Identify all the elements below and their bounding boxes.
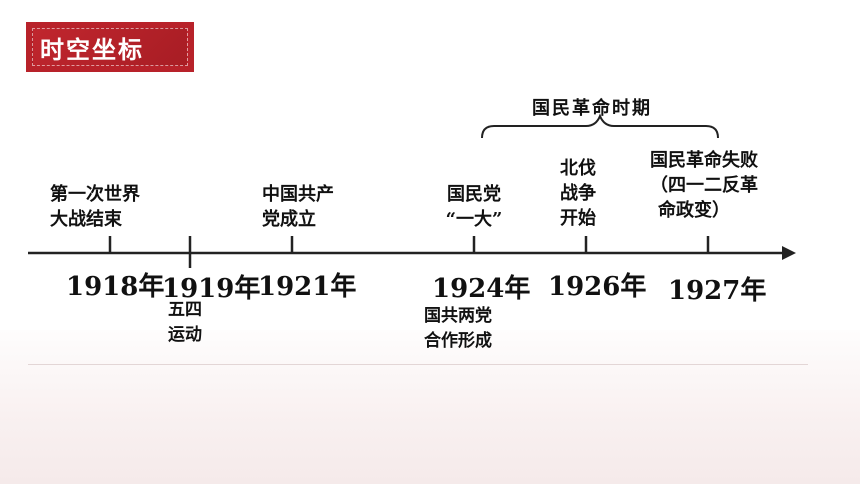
event-1918-line1: 第一次世界 <box>50 184 140 205</box>
event-1921: 中国共产 党成立 <box>262 182 334 232</box>
event-1926-line1: 北伐 <box>560 158 596 179</box>
event-1926-line2: 战争 <box>560 183 596 204</box>
event-1924-below: 国共两党 合作形成 <box>424 304 492 354</box>
event-1918: 第一次世界 大战结束 <box>50 182 140 232</box>
timeline-arrowhead <box>782 246 796 260</box>
event-1927: 国民革命失败 （四一二反革 命政变） <box>650 148 758 223</box>
event-1927-line2: （四一二反革 <box>650 175 758 196</box>
section-title: 时空坐标 <box>40 36 144 64</box>
event-1924-below-line1: 国共两党 <box>424 306 492 326</box>
period-label: 国民革命时期 <box>532 98 652 119</box>
event-1927-line1: 国民革命失败 <box>650 150 758 171</box>
year-1927: 1927年 <box>668 276 767 306</box>
year-1921: 1921年 <box>258 272 357 302</box>
event-1926: 北伐 战争 开始 <box>560 156 596 231</box>
event-1918-line2: 大战结束 <box>50 209 122 230</box>
year-1924: 1924年 <box>432 274 531 304</box>
year-1918: 1918年 <box>66 272 165 302</box>
event-1924: 国民党 “一大” <box>432 182 516 232</box>
divider <box>28 364 808 365</box>
event-1924-line1: 国民党 <box>447 184 501 205</box>
section-badge: 时空坐标 <box>26 22 194 72</box>
badge-frame <box>32 28 188 66</box>
year-1919: 1919年 <box>162 274 261 304</box>
event-1924-line2: “一大” <box>445 209 503 230</box>
event-1927-line3: 命政变） <box>658 200 730 221</box>
event-1919: 五四 运动 <box>168 298 202 348</box>
year-1926: 1926年 <box>548 272 647 302</box>
event-1921-line2: 党成立 <box>262 209 316 230</box>
event-1924-below-line2: 合作形成 <box>424 331 492 351</box>
background-decoration <box>0 330 860 484</box>
event-1919-line1: 五四 <box>168 300 202 320</box>
period-brace <box>481 113 719 139</box>
event-1926-line3: 开始 <box>560 208 596 229</box>
event-1919-line2: 运动 <box>168 325 202 345</box>
event-1921-line1: 中国共产 <box>262 184 334 205</box>
